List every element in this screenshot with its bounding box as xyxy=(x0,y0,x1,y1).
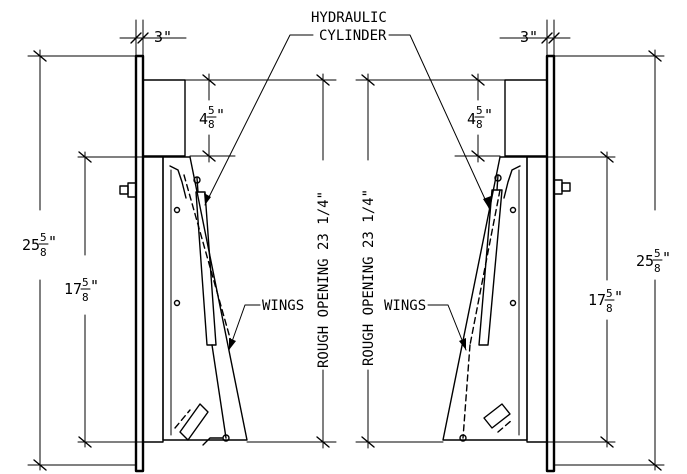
right-rough-tick-bottom xyxy=(361,436,375,448)
right-wing-bracket xyxy=(503,165,521,199)
left-rough-label: ROUGH OPENING 23 1/4" xyxy=(316,191,332,368)
left-3in-label: 3" xyxy=(154,28,172,46)
left-pin-1 xyxy=(173,206,181,214)
right-3in-tick-a xyxy=(541,32,553,44)
right-rough-label: ROUGH OPENING 23 1/4" xyxy=(361,189,377,366)
left-wing-tick-bottom xyxy=(78,436,92,448)
right-small-whole: 4 xyxy=(467,110,476,128)
right-small-num: 5 xyxy=(476,104,483,117)
right-total-den: 8 xyxy=(654,262,661,275)
right-total-num: 5 xyxy=(654,247,661,260)
right-wing-whole: 17 xyxy=(588,291,606,309)
left-housing-box xyxy=(142,79,186,157)
right-3in-label: 3" xyxy=(520,28,538,46)
left-unit xyxy=(119,54,248,473)
left-small-tick-bottom xyxy=(202,150,216,162)
left-wing-tick-top xyxy=(78,151,92,163)
right-hidden-rod xyxy=(462,344,471,439)
left-small-unit: " xyxy=(216,106,225,124)
right-total-unit: " xyxy=(662,249,671,267)
left-cylinder-top-pin xyxy=(193,176,201,184)
left-small-den: 8 xyxy=(208,118,215,131)
left-cylinder-top-rod xyxy=(196,177,199,193)
left-total-unit: " xyxy=(48,233,57,251)
left-wing-bracket xyxy=(169,165,187,199)
left-total-whole: 25 xyxy=(22,236,40,254)
callouts: HYDRAULIC CYLINDER WINGS WINGS xyxy=(204,10,491,351)
left-3in-tick-a xyxy=(130,32,142,44)
right-small-tick-bottom xyxy=(471,150,485,162)
right-fitting-nut xyxy=(561,182,571,192)
left-cylinder-bottom-pin xyxy=(222,434,230,442)
left-latch-hidden xyxy=(174,409,191,429)
left-wing-num: 5 xyxy=(82,276,89,289)
right-wing-num: 5 xyxy=(606,287,613,300)
left-cylinder-base xyxy=(202,437,223,446)
right-housing-box xyxy=(504,79,548,157)
right-cylinder-bottom-pin xyxy=(459,434,467,442)
hydraulic-leader-right xyxy=(388,34,491,211)
right-rough-tick-top xyxy=(361,74,375,86)
right-total-whole: 25 xyxy=(636,252,654,270)
right-wing xyxy=(442,156,528,441)
left-pin-2 xyxy=(173,299,181,307)
wings-left-label: WINGS xyxy=(262,298,304,314)
right-dimensions: 3" 25 5 8 " 17 5 8 " 4 5 8 " xyxy=(355,19,671,471)
right-wing-tick-top xyxy=(600,151,614,163)
hydraulic-leader-left xyxy=(204,34,314,206)
left-wing-den: 8 xyxy=(82,291,89,304)
right-3in-tick-b xyxy=(548,32,560,44)
left-mounting-plate xyxy=(134,54,145,473)
left-dimensions: 3" 25 5 8 " 17 5 8 " 4 5 8 " xyxy=(22,19,337,471)
right-cylinder-body xyxy=(478,189,503,346)
right-wing-tick-bottom xyxy=(600,436,614,448)
right-wing-unit: " xyxy=(614,288,623,306)
left-frame xyxy=(142,156,164,443)
right-hidden-cylinder xyxy=(469,189,501,346)
left-total-num: 5 xyxy=(40,231,47,244)
left-wing-whole: 17 xyxy=(64,280,82,298)
wings-leader-left xyxy=(228,304,261,351)
right-cylinder-top-rod xyxy=(496,174,499,191)
left-wing xyxy=(162,156,248,441)
right-cylinder-top-pin xyxy=(494,174,502,182)
right-pin-2 xyxy=(509,299,517,307)
hydraulic-label: HYDRAULIC xyxy=(311,10,387,26)
wings-right-label: WINGS xyxy=(384,298,426,314)
left-total-tick-bottom xyxy=(33,459,47,471)
wings-arrow-right xyxy=(459,338,466,350)
right-small-den: 8 xyxy=(476,118,483,131)
right-frame xyxy=(526,156,548,443)
cylinder-label: CYLINDER xyxy=(319,28,387,44)
left-rough-tick-top xyxy=(316,74,330,86)
right-wing-den: 8 xyxy=(606,302,613,315)
left-small-num: 5 xyxy=(208,104,215,117)
right-latch xyxy=(483,403,511,429)
right-total-tick-top xyxy=(648,50,662,62)
left-cylinder-body xyxy=(195,191,217,346)
left-rough-tick-bottom xyxy=(316,436,330,448)
right-unit xyxy=(442,54,571,473)
left-3in-tick-b xyxy=(137,32,149,44)
left-latch xyxy=(179,403,209,441)
wings-arrow-left xyxy=(229,338,236,350)
hydraulic-arrow-left xyxy=(204,193,211,205)
right-mounting-plate xyxy=(545,54,556,473)
left-cylinder-rod xyxy=(211,344,227,439)
left-hidden-cylinder xyxy=(183,174,233,346)
right-small-unit: " xyxy=(484,106,493,124)
hydraulic-arrow-right xyxy=(483,196,491,210)
left-small-whole: 4 xyxy=(199,110,208,128)
left-total-tick-top xyxy=(33,50,47,62)
wings-leader-right xyxy=(427,304,467,351)
left-total-den: 8 xyxy=(40,246,47,259)
left-wing-unit: " xyxy=(90,277,99,295)
right-latch-hidden xyxy=(497,419,513,433)
left-fitting-nut xyxy=(119,185,129,195)
right-pin-1 xyxy=(509,206,517,214)
right-total-tick-bottom xyxy=(648,459,662,471)
